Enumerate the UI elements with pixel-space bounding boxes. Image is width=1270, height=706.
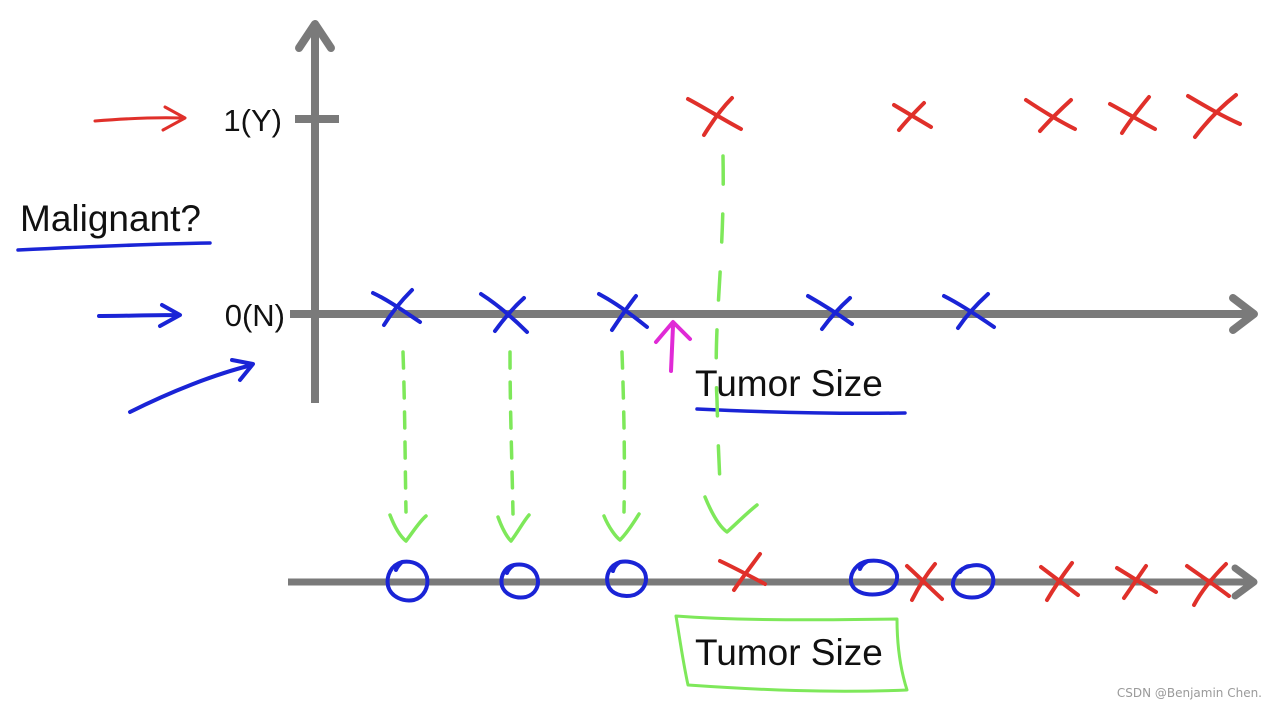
malignant-projected-point-x bbox=[1039, 561, 1080, 602]
x-axis-label-underline bbox=[695, 407, 907, 416]
benign-data-point-x bbox=[597, 292, 649, 332]
question-label-underline bbox=[16, 241, 212, 252]
malignant-data-point-x bbox=[686, 96, 743, 137]
lower-projection-points bbox=[385, 552, 1231, 607]
y-axis-question-label: Malignant? bbox=[20, 198, 201, 239]
projection-line bbox=[508, 350, 515, 516]
projection-arrowhead-icon bbox=[703, 495, 759, 534]
upper-data-points bbox=[371, 93, 1242, 334]
x-axis-label-bottom: Tumor Size bbox=[695, 632, 883, 673]
projection-arrowhead-icon bbox=[388, 513, 428, 543]
projection-line bbox=[620, 350, 627, 514]
malignant-projected-point-x bbox=[1115, 564, 1158, 600]
benign-projected-point-o bbox=[605, 559, 648, 598]
projection-arrowhead-icon bbox=[602, 512, 641, 542]
benign-projected-point-o bbox=[385, 559, 430, 603]
benign-projected-point-o bbox=[848, 558, 900, 597]
y-axis-arrowhead bbox=[295, 20, 335, 52]
malignant-data-point-x bbox=[892, 101, 933, 132]
projection-lines bbox=[388, 154, 759, 543]
malignant-data-point-x bbox=[1108, 95, 1157, 135]
x-axis-label-top: Tumor Size bbox=[695, 363, 883, 404]
malignant-data-point-x bbox=[1186, 93, 1242, 139]
handwritten-annotations bbox=[16, 105, 909, 693]
projection-arrowhead-icon bbox=[496, 513, 531, 543]
malignant-projected-point-x bbox=[905, 562, 944, 602]
y-tick-label-low: 0(N) bbox=[225, 298, 285, 333]
projection-axis-arrowhead bbox=[1231, 564, 1258, 600]
benign-data-point-x bbox=[942, 292, 996, 330]
benign-data-point-x bbox=[371, 288, 422, 327]
benign-projected-point-o bbox=[950, 563, 996, 600]
blue-diagonal-arrow-annotation bbox=[128, 358, 255, 414]
malignant-projected-point-x bbox=[1185, 562, 1231, 607]
projection-line bbox=[714, 154, 725, 498]
x-axis-label-box bbox=[674, 614, 909, 693]
upper-axes bbox=[290, 20, 1258, 403]
blue-arrow-annotation bbox=[97, 303, 182, 328]
projection-line bbox=[401, 350, 408, 514]
x-axis-arrowhead bbox=[1229, 294, 1258, 334]
benign-data-point-x bbox=[479, 292, 529, 334]
malignant-projected-point-x bbox=[718, 552, 767, 592]
lower-axis bbox=[288, 564, 1258, 600]
threshold-arrow-icon bbox=[654, 320, 692, 373]
malignant-data-point-x bbox=[1024, 98, 1077, 133]
benign-data-point-x bbox=[806, 294, 854, 331]
y-tick-label-high: 1(Y) bbox=[223, 103, 282, 138]
watermark: CSDN @Benjamin Chen. bbox=[1117, 686, 1262, 700]
red-arrow-annotation bbox=[93, 105, 187, 132]
benign-projected-point-o bbox=[499, 562, 540, 600]
